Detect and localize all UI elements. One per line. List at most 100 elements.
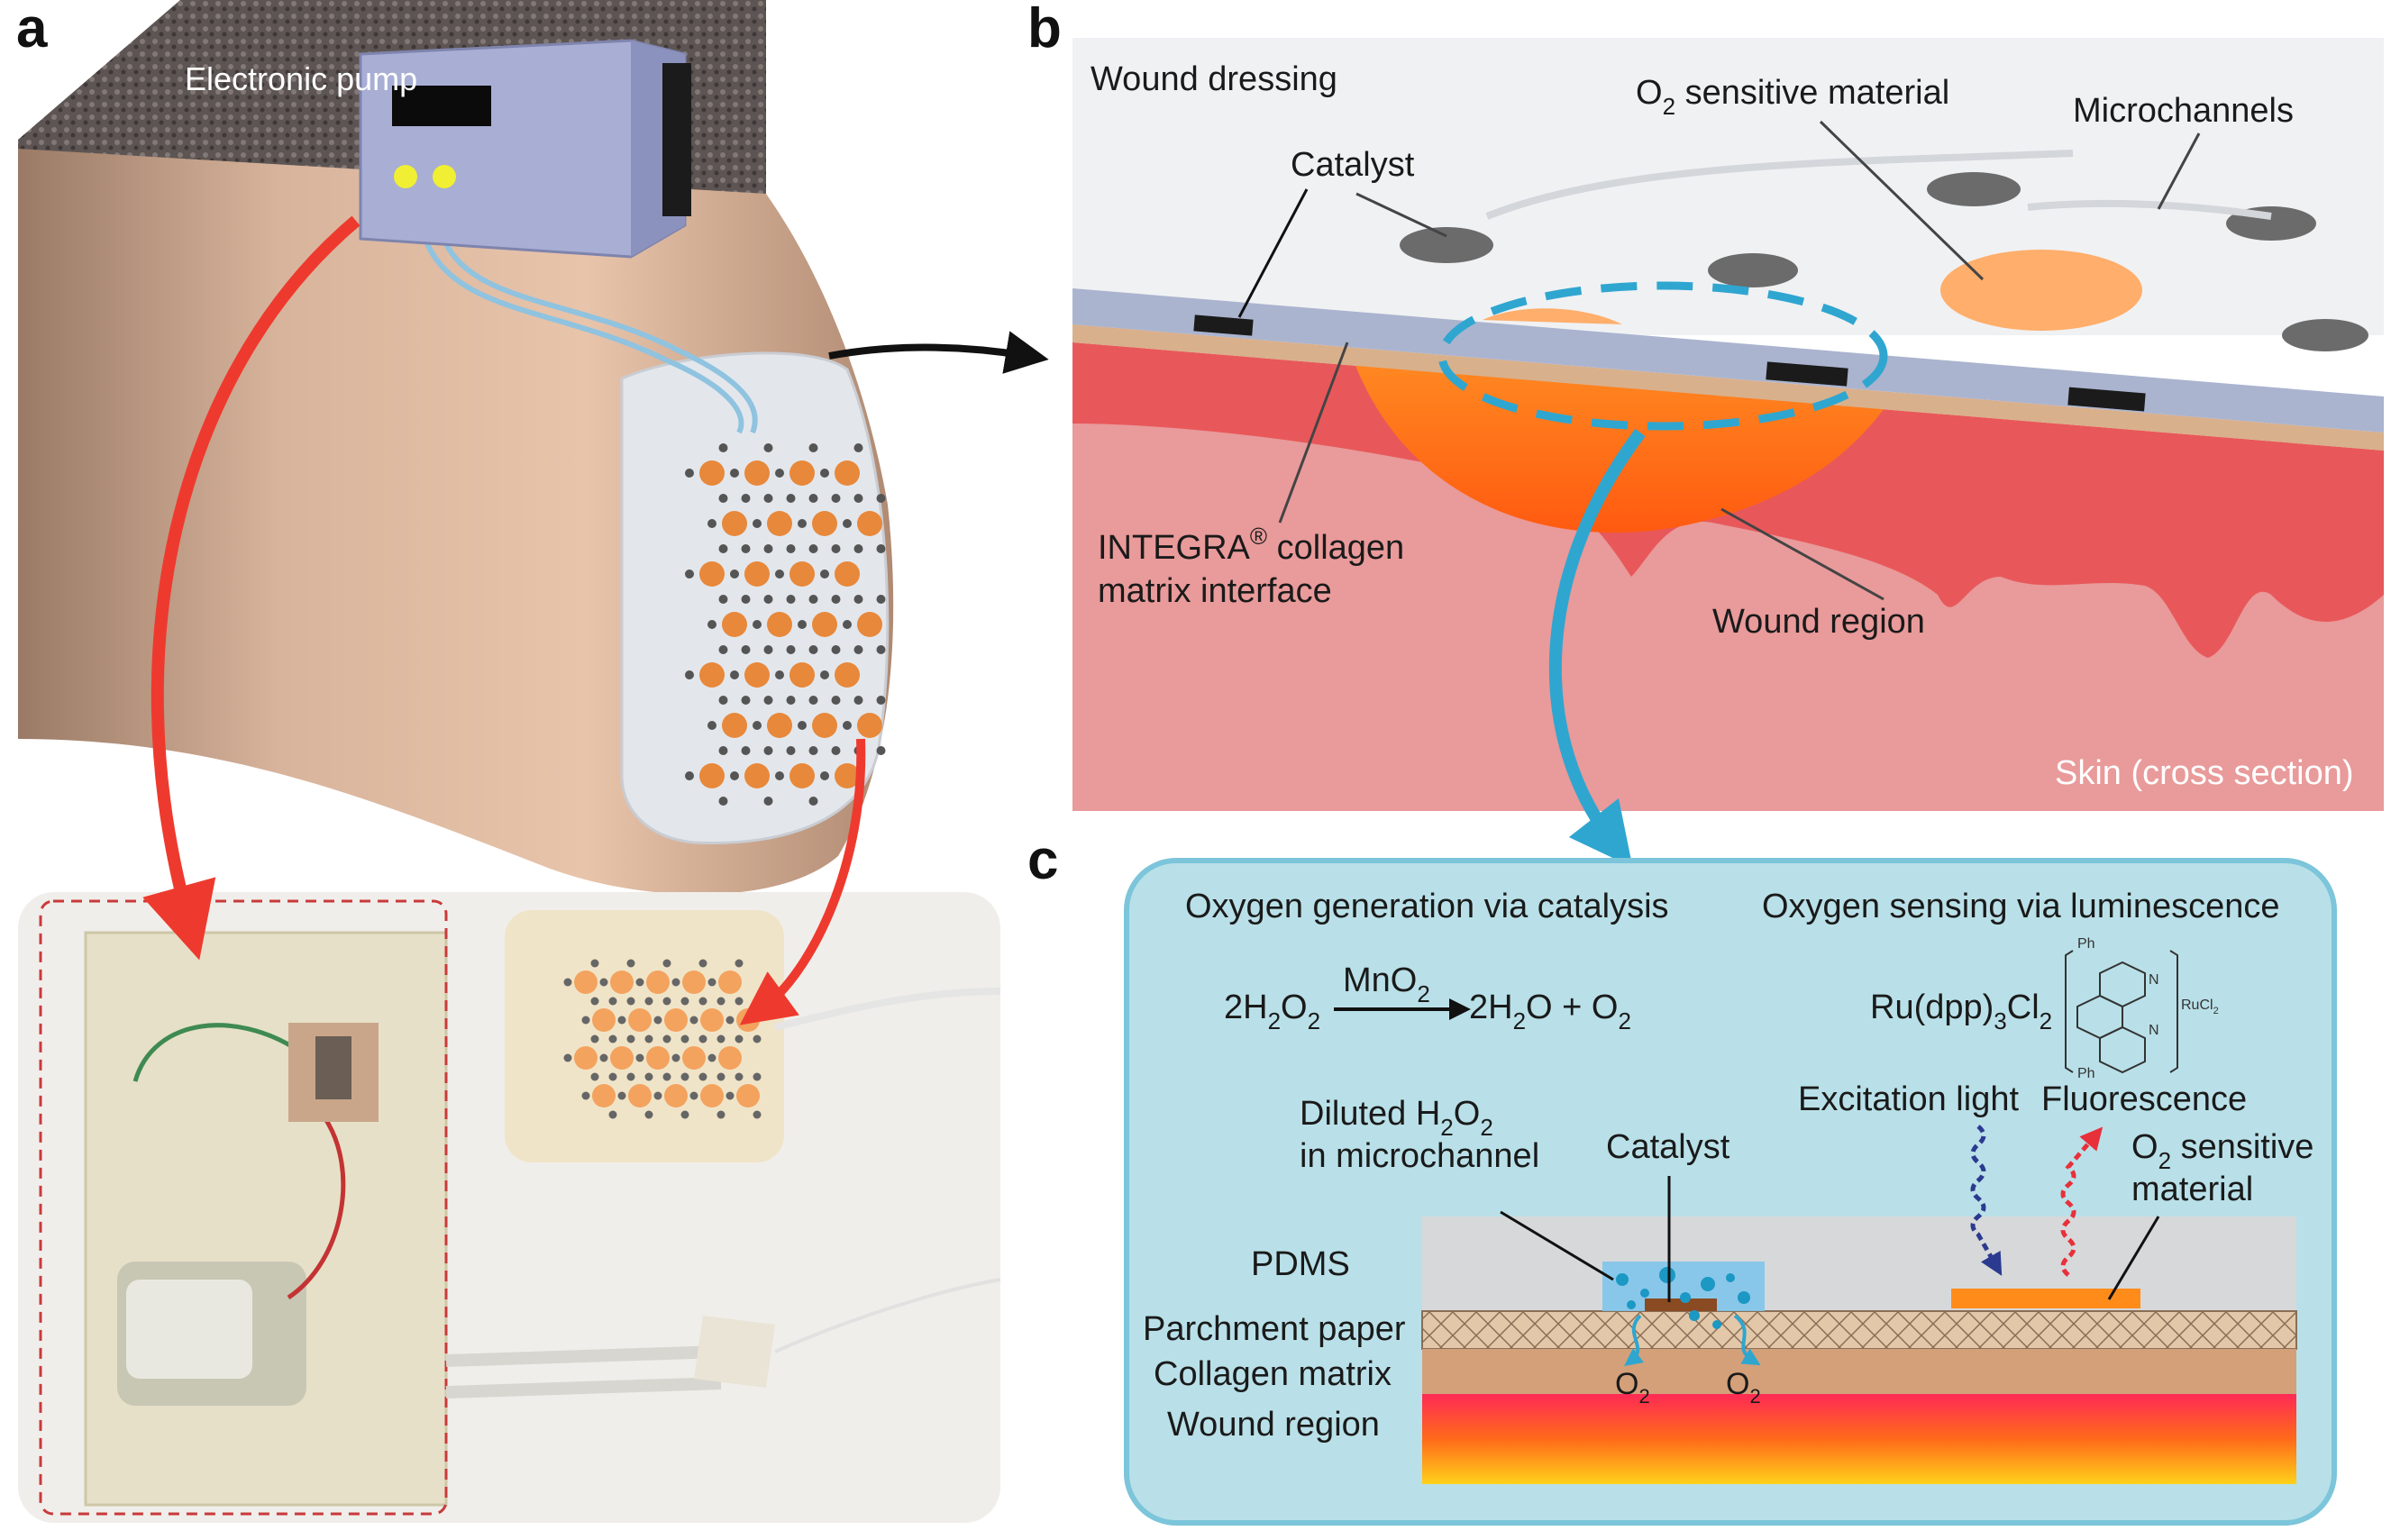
grey-dot [707,519,716,528]
grey-dot [617,1091,626,1100]
grey-dot [608,1034,617,1043]
grey-dot [590,959,599,968]
fluorescence-wave [2060,1126,2104,1277]
grey-dot [775,771,784,780]
pdms-label: PDMS [1251,1245,1350,1283]
bubble [1726,1273,1735,1282]
grey-dot [680,1110,689,1119]
grey-dot [626,1034,635,1043]
grey-dot [707,721,716,730]
orange-dot [767,713,792,738]
catalyst-pad-1 [1193,314,1254,336]
grey-dot [698,959,707,968]
grey-dot [786,746,796,755]
ph-top: Ph [2077,936,2095,952]
orange-dot [722,713,747,738]
grey-dot [831,746,841,755]
grey-dot [820,670,829,679]
grey-dot [718,797,728,806]
grey-dot [635,1053,644,1062]
orange-dot [700,1008,724,1032]
grey-dot [735,1034,744,1043]
grey-dot [831,544,841,553]
excitation-label: Excitation light [1798,1080,2019,1118]
orange-dot [835,460,860,486]
grey-dot [590,1072,599,1081]
highlight-ring [1437,281,1888,431]
wound-label-c: Wound region [1167,1406,1380,1444]
grey-dot [741,544,751,553]
catalyst-label-b: Catalyst [1291,146,1415,184]
grey-dot [820,570,829,579]
grey-dot [763,645,773,654]
grey-dot [730,771,739,780]
grey-dot [689,1016,698,1025]
orange-dot [628,1084,652,1107]
grey-dot [741,696,751,705]
orange-dot [744,561,770,587]
grey-dot [876,595,886,604]
grey-dot [599,1053,608,1062]
grey-dot [716,1110,726,1119]
grey-dot [735,997,744,1006]
grey-dot [653,1091,662,1100]
grey-dot [716,997,726,1006]
catalyst-pad-2 [1766,361,1848,387]
orange-dot [835,561,860,587]
grey-dot [786,494,796,503]
n-top: N [2149,972,2159,988]
grey-dot [662,1072,671,1081]
grey-dot [831,494,841,503]
grey-dot [843,721,852,730]
grey-dot [853,494,863,503]
grey-dot [876,645,886,654]
grey-dot [685,570,694,579]
bubble [1689,1310,1700,1321]
bubble [1701,1277,1715,1291]
orange-dot [789,662,815,688]
o2-out-left: O2 [1615,1367,1650,1408]
grey-dot [853,645,863,654]
panel-c-letter: c [1027,829,1058,891]
grey-dot [680,1034,689,1043]
grey-dot [644,997,653,1006]
catalyst-pad-3 [2067,387,2146,412]
grey-dot [680,997,689,1006]
grey-dot [599,978,608,987]
grey-dot [590,997,599,1006]
orange-dot [835,763,860,788]
grey-dot [653,1016,662,1025]
grey-dot [843,519,852,528]
grey-dot [726,1016,735,1025]
grey-dot [730,670,739,679]
catalyst-ellipse-5 [2282,319,2368,351]
orange-dot [664,1084,688,1107]
grey-dot [798,519,807,528]
grey-dot [831,696,841,705]
ru-small: RuCl2 [2181,998,2219,1016]
grey-dot [786,645,796,654]
orange-dot [718,1046,742,1070]
grey-dot [753,1110,762,1119]
grey-dot [718,443,728,452]
orange-dot [789,460,815,486]
grey-dot [718,696,728,705]
grey-dot [698,1072,707,1081]
n-bottom: N [2149,1023,2159,1038]
bubble [1616,1273,1629,1286]
grey-dot [671,1053,680,1062]
grey-dot [563,978,572,987]
grey-dot [808,746,818,755]
grey-dot [763,746,773,755]
panel-a-letter: a [16,0,48,59]
bubble [1640,1289,1649,1298]
grey-dot [581,1091,590,1100]
dressing-layer [1072,288,2384,433]
orange-dot [722,511,747,536]
grey-dot [718,645,728,654]
grey-dot [671,978,680,987]
dashed-highlight [39,899,448,1516]
grey-dot [716,1034,726,1043]
diluted-label: Diluted H2O2 [1300,1095,1493,1141]
grey-dot [808,595,818,604]
